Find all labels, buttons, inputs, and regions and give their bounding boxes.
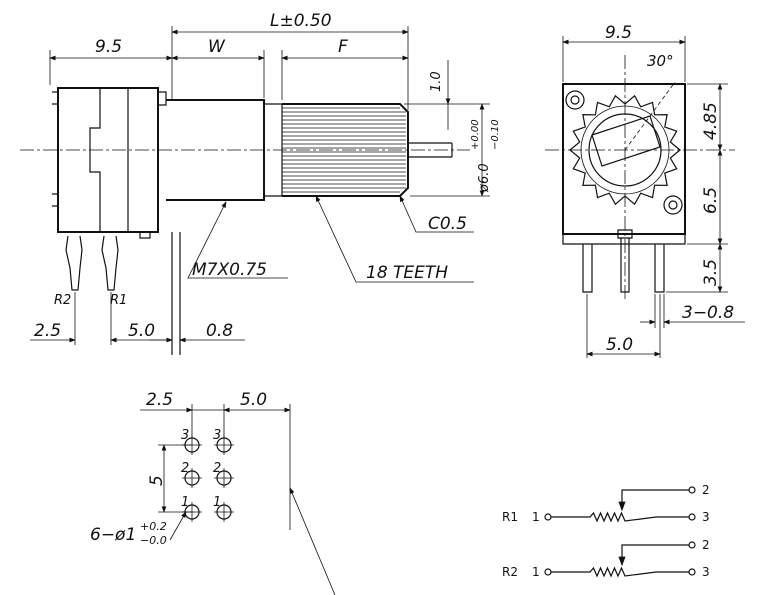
schematic-r1: R1 1 3 2 [502,483,710,524]
pcb-holes: 3 3 2 2 1 1 [181,428,234,522]
shaft-collar [264,103,283,197]
chamfer-label: C0.5 [428,214,467,234]
pcb-dim-5-0: 5.0 [240,390,267,410]
body-notch [139,232,151,239]
mount-hole-top [565,90,585,110]
front-pin-right [654,244,665,293]
dim-5-0: 5.0 [128,321,155,341]
r2-pin3: 3 [702,565,710,579]
pcb-pin-label: 1 [213,495,221,510]
knurl-lines [282,107,406,193]
body-outline [57,87,159,233]
r2-name: R2 [502,565,518,579]
tol-minus: −0.10 [490,119,501,150]
body-tab-right [158,91,167,106]
r2-pin1: 1 [532,565,540,579]
dim-4-85: 4.85 [701,102,721,140]
r1-pin3: 3 [702,510,710,524]
angle-label: 30° [647,52,674,70]
pin-r1 [101,235,119,291]
hole-tol-plus: +0.2 [140,520,167,533]
front-dim-width: 9.5 [605,23,632,43]
dim-2-5: 2.5 [34,321,61,341]
mount-lug [171,232,181,355]
mount-hole-bottom [663,195,683,215]
schematic: R1 1 3 2 R2 1 3 2 [502,483,710,579]
pin-r2 [65,235,83,291]
dim-3-5: 3.5 [701,259,721,286]
shaft-tip [408,142,453,158]
teeth-label: 18 TEETH [366,263,448,283]
bushing-outline [166,99,265,201]
pcb-pin-label: 2 [181,461,189,476]
dim-length: L±0.50 [270,11,332,31]
body-tabs [52,91,58,207]
dim-w: W [208,37,226,57]
knurled-gear [569,94,681,206]
pin-r2-label: R2 [54,293,71,308]
dim-1-0: 1.0 [429,71,444,92]
dim-0-8: 0.8 [206,321,233,341]
side-view: 9.5 W F L±0.50 1.0 ø6.0 +0.00 −0.10 C0.5… [20,11,501,355]
shaft-circle [588,113,662,187]
pcb-pin-label: 1 [181,495,189,510]
pcb-pin-label: 3 [213,428,221,443]
hole-spec: 6−ø1 [90,525,136,545]
body-inner-step [89,88,101,232]
pcb-dim-2-5: 2.5 [146,390,173,410]
front-dim-5-0: 5.0 [606,335,633,355]
front-pin-center [617,229,633,293]
pcb-dim-5: 5 [147,475,167,486]
dim-6-5: 6.5 [701,187,721,214]
pcb-pin-label: 3 [181,428,189,443]
hole-tol-minus: −0.0 [140,534,167,547]
r2-pin2: 2 [702,538,710,552]
dim-3-0-8: 3−0.8 [682,303,734,323]
thread-label: M7X0.75 [192,260,267,280]
front-view: 30° 9.5 4.85 6.5 3.5 5.0 3−0.8 [545,23,745,358]
front-pin-left [582,244,593,293]
shaft-slot [591,115,661,167]
dim-body-width: 9.5 [95,37,122,57]
schematic-r2: R2 1 3 2 [502,538,710,579]
tol-plus: +0.00 [470,119,481,150]
pcb-pin-label: 2 [213,461,221,476]
pcb-layout: 2.5 5.0 5 3 3 2 2 1 1 6−ø1 +0.2 −0.0 [90,390,336,595]
pin-r1-label: R1 [110,293,127,308]
front-body-outline [562,83,686,235]
dim-shaft-dia: ø6.0 [477,163,492,193]
r1-pin2: 2 [702,483,710,497]
front-base [562,234,686,245]
knurled-shaft [282,103,409,197]
dim-f: F [338,37,348,57]
r1-name: R1 [502,510,518,524]
r1-pin1: 1 [532,510,540,524]
